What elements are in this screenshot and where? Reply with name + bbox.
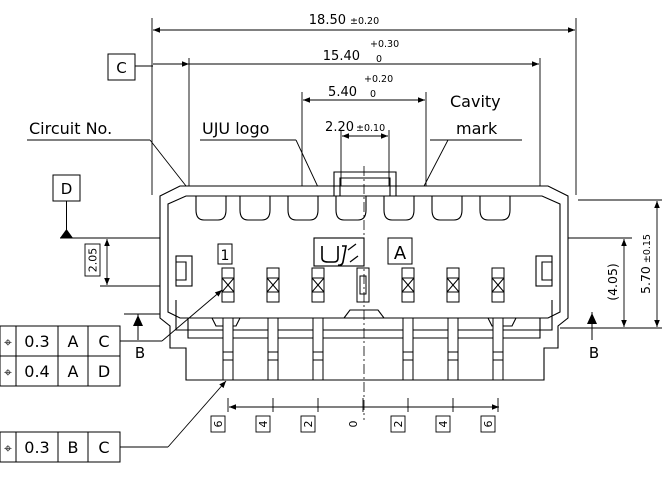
dimension-width-1540: 15.40 +0.30 0: [153, 39, 541, 195]
pitch-label: 4: [255, 415, 271, 433]
svg-text:B: B: [135, 344, 145, 362]
tolerance-frame-3: ⌖ 0.3 B C: [0, 380, 227, 463]
datum-c-label: C: [107, 53, 153, 81]
width-540-tol-upper: +0.20: [364, 74, 393, 85]
height-205-value: 2.05: [87, 248, 100, 273]
svg-text:0.3: 0.3: [24, 332, 49, 351]
terminal-pin: [356, 267, 370, 303]
pitch-label: 6: [210, 415, 226, 433]
pitch-dimension-row: 6 4 2 0 2 4 6: [210, 398, 499, 433]
pitch-label-text: 2: [392, 421, 405, 428]
pitch-label-text: 6: [212, 421, 225, 428]
svg-text:Circuit No.: Circuit No.: [29, 119, 112, 138]
pitch-label: 4: [435, 415, 451, 433]
pitch-label: 2: [390, 415, 406, 433]
width-1540-tol-lower: 0: [376, 54, 382, 65]
svg-text:A: A: [394, 243, 407, 264]
terminal-pin: [446, 267, 460, 381]
svg-text:A: A: [68, 332, 79, 351]
svg-text:⌖: ⌖: [4, 365, 12, 381]
cavity-opening: [479, 196, 511, 221]
dimension-height-405: (4.05): [540, 237, 632, 327]
svg-text:⌖: ⌖: [4, 441, 12, 457]
pitch-label-text: 6: [482, 421, 495, 428]
pitch-label-text: 2: [302, 421, 315, 428]
terminal-pin: [221, 267, 235, 381]
pitch-label-text: 4: [437, 421, 450, 428]
cavity-opening: [431, 196, 463, 221]
cavity-opening: [195, 196, 227, 221]
svg-text:B: B: [68, 438, 79, 457]
width-1540-tol-upper: +0.30: [370, 39, 399, 50]
datum-d-label: D: [52, 174, 160, 239]
datum-b-right: B: [560, 312, 606, 362]
overall-width-tolerance: ±0.20: [350, 16, 379, 27]
dimension-width-540: 5.40 +0.20 0: [301, 74, 427, 195]
svg-text:C: C: [116, 59, 126, 77]
pitch-label-text: 0: [347, 421, 360, 428]
width-1540-value: 15.40: [323, 49, 360, 64]
svg-text:D: D: [98, 362, 110, 381]
pitch-label: 6: [480, 415, 496, 433]
pitch-label-text: 4: [257, 421, 270, 428]
width-220-tolerance: ±0.10: [356, 123, 385, 134]
cavity-opening: [335, 196, 367, 221]
svg-text:0.4: 0.4: [24, 362, 49, 381]
uju-logo-mark: [313, 237, 365, 267]
overall-width-value: 18.50: [309, 13, 346, 28]
cavity-opening: [239, 196, 271, 221]
callout-cavity-mark: Cavity mark: [397, 92, 522, 237]
svg-text:Cavity: Cavity: [450, 92, 501, 111]
terminal-pins: [221, 267, 505, 381]
cavity-opening: [383, 196, 415, 221]
height-570-label: 5.70±0.15: [638, 234, 653, 294]
pitch-label: 0: [347, 421, 360, 428]
terminal-pin: [311, 267, 325, 381]
cavity-letter-mark: A: [387, 237, 413, 265]
tolerance-frame-2: ⌖ 0.4 A D: [0, 355, 121, 387]
svg-text:⌖: ⌖: [4, 335, 12, 351]
cavity-tops: [195, 196, 511, 221]
pitch-label: 2: [300, 415, 316, 433]
datum-b-left: B: [124, 313, 168, 362]
dimension-overall-width: 18.50 ±0.20: [151, 13, 577, 195]
cavity-opening: [287, 196, 319, 221]
width-540-tol-lower: 0: [370, 89, 376, 100]
dimension-height-205: 2.05: [84, 239, 190, 287]
svg-text:D: D: [61, 180, 73, 198]
svg-text:C: C: [98, 332, 109, 351]
svg-text:UJU logo: UJU logo: [202, 119, 269, 138]
terminal-pin: [491, 267, 505, 381]
svg-text:1: 1: [221, 248, 230, 264]
dimension-height-570: 5.70±0.15: [578, 199, 662, 329]
svg-text:0.3: 0.3: [24, 438, 49, 457]
svg-text:C: C: [98, 438, 109, 457]
terminal-pin: [266, 267, 280, 381]
terminal-pin: [401, 267, 415, 381]
callout-circuit-no: Circuit No.: [27, 119, 227, 238]
width-540-value: 5.40: [328, 85, 357, 100]
svg-text:mark: mark: [456, 119, 498, 138]
circuit-number-mark: 1: [217, 243, 233, 265]
width-220-value: 2.20: [325, 120, 354, 135]
svg-text:B: B: [589, 344, 599, 362]
height-405-value: (4.05): [605, 263, 620, 301]
svg-text:A: A: [68, 362, 79, 381]
